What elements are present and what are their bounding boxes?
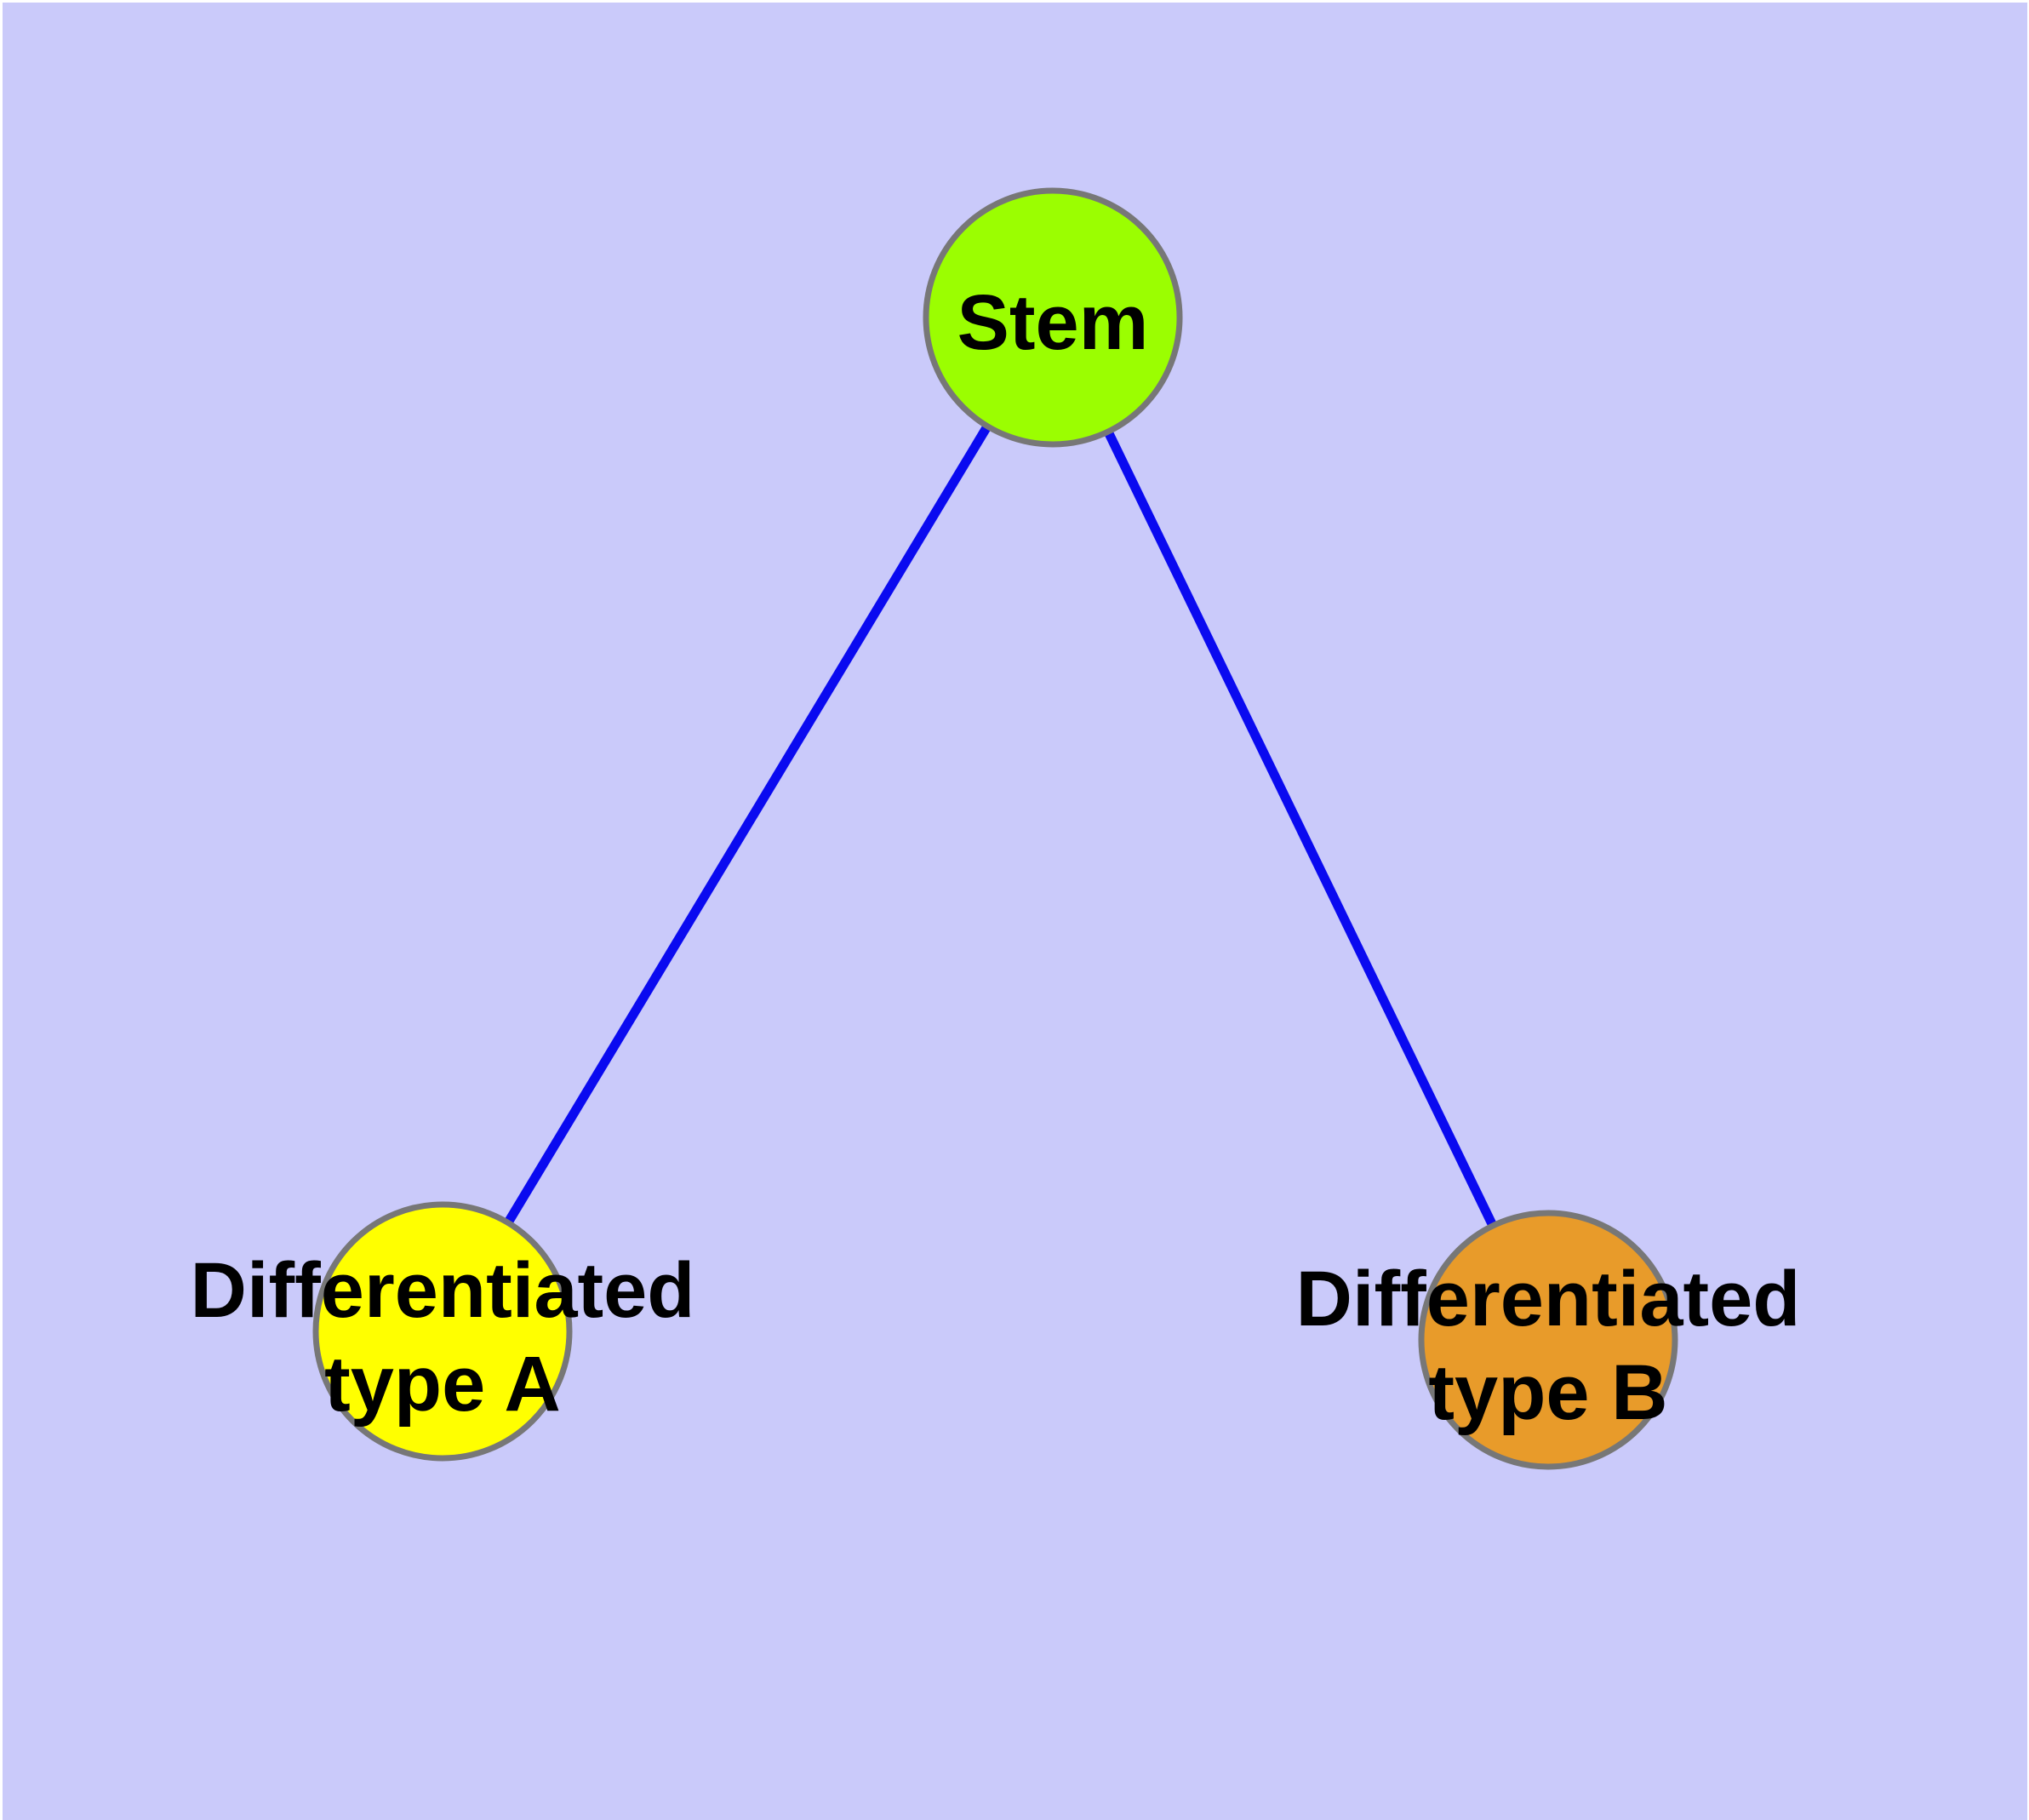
node-type-b-label-line1: Differentiated [1296,1256,1801,1342]
edge-stem-to-type-a [438,315,1057,1334]
node-type-a-label-line1: Differentiated [191,1247,695,1334]
node-type-b-label-line2: type B [1428,1349,1667,1436]
node-type-a-label-line2: type A [324,1341,561,1428]
edge-group [438,315,1552,1342]
node-type-b-circle [1418,1210,1678,1470]
node-type-a-circle [312,1201,573,1462]
node-stem: Stem [923,187,1183,448]
node-stem-label: Stem [957,279,1149,366]
node-differentiated-type-b: Differentiated type B [1296,1210,1801,1470]
node-stem-circle [923,187,1183,448]
edge-stem-to-type-b [1049,315,1552,1342]
node-differentiated-type-a: Differentiated type A [191,1201,695,1462]
